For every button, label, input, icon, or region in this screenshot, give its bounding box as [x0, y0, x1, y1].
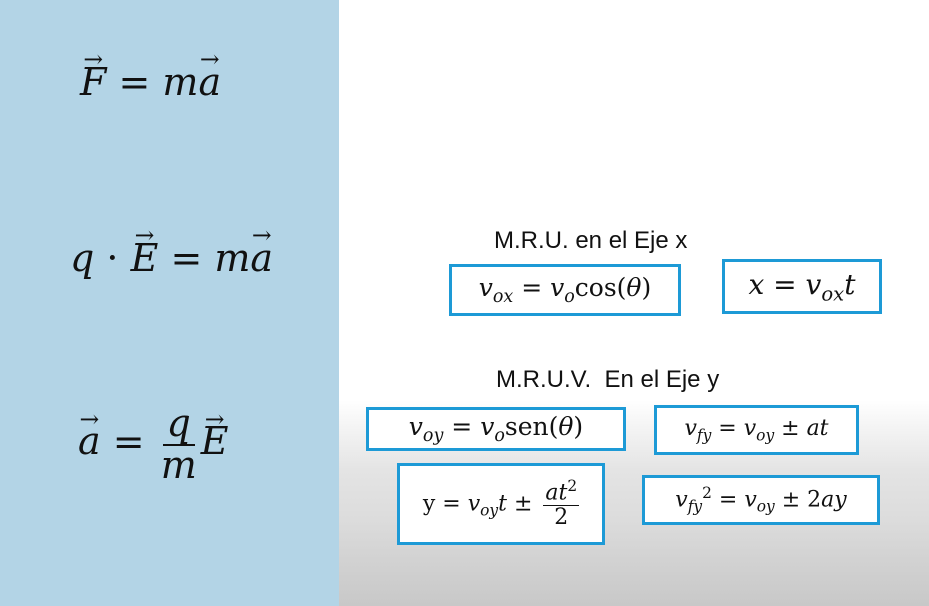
mru-heading: M.R.U. en el Eje x: [494, 227, 688, 254]
newton-equation: F = ma: [80, 60, 221, 104]
mruv-heading: M.R.U.V. En el Eje y: [496, 366, 720, 393]
mru-equation-vox: vox = vocos(θ): [449, 264, 681, 316]
electric-force-equation: q · E = ma: [70, 236, 273, 280]
mruv-equation-voy: voy = vosen(θ): [366, 407, 626, 451]
mruv-equation-vfy-squared: vfy2 = voy ± 2ay: [642, 475, 880, 525]
mru-equation-x: x = voxt: [722, 259, 882, 314]
mruv-equation-vfy: vfy = voy ± at: [654, 405, 859, 455]
left-panel: [0, 0, 339, 606]
acceleration-equation: a = qmE: [78, 401, 228, 487]
